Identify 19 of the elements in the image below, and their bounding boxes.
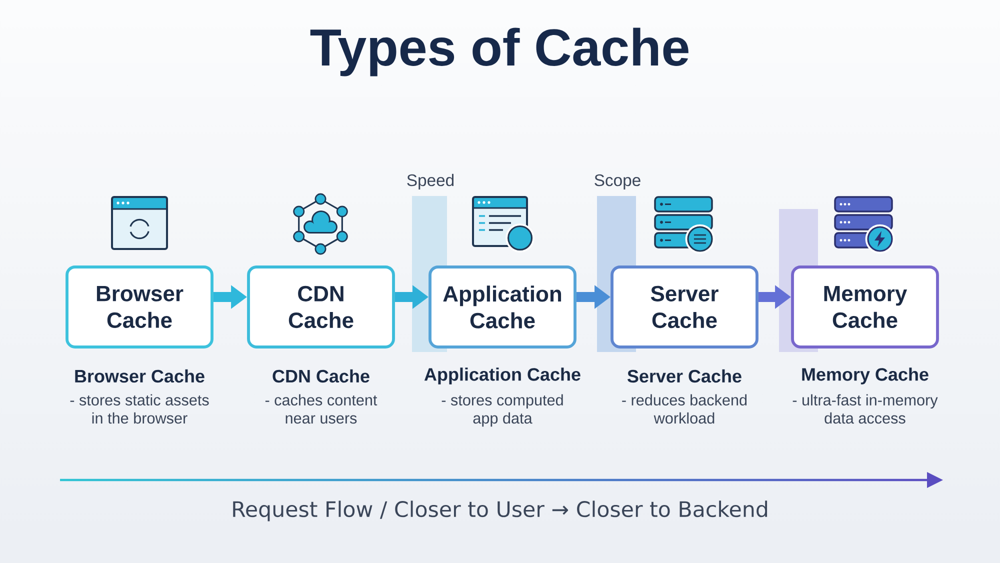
caption-text: - ultra-fast in-memory data access [792,394,938,424]
band-label: Speed [407,174,454,190]
band-label: Scope [594,174,640,190]
caption-heading: Application Cache [424,368,580,384]
process-box: Browser Cache [66,266,214,348]
caption-text: - stores computed app data [442,394,563,427]
caption-heading: Memory Cache [802,368,928,384]
caption-text: - reduces backend workload [622,394,747,424]
title: Types of Cache [310,28,688,76]
process-box: CDN Cache [247,266,395,348]
caption-heading: Server Cache [628,369,742,383]
caption-text: - stores static assets in the browser [70,394,209,424]
process-box: Server Cache [610,266,758,348]
caption-heading: CDN Cache [272,369,370,383]
caption-text: - caches content near users [265,394,378,424]
flow-label: Request Flow / Closer to User → Closer to Backend [233,500,768,522]
caption-heading: Browser Cache [75,369,204,383]
process-box: Application Cache [428,266,576,348]
process-box: Memory Cache [791,266,939,348]
